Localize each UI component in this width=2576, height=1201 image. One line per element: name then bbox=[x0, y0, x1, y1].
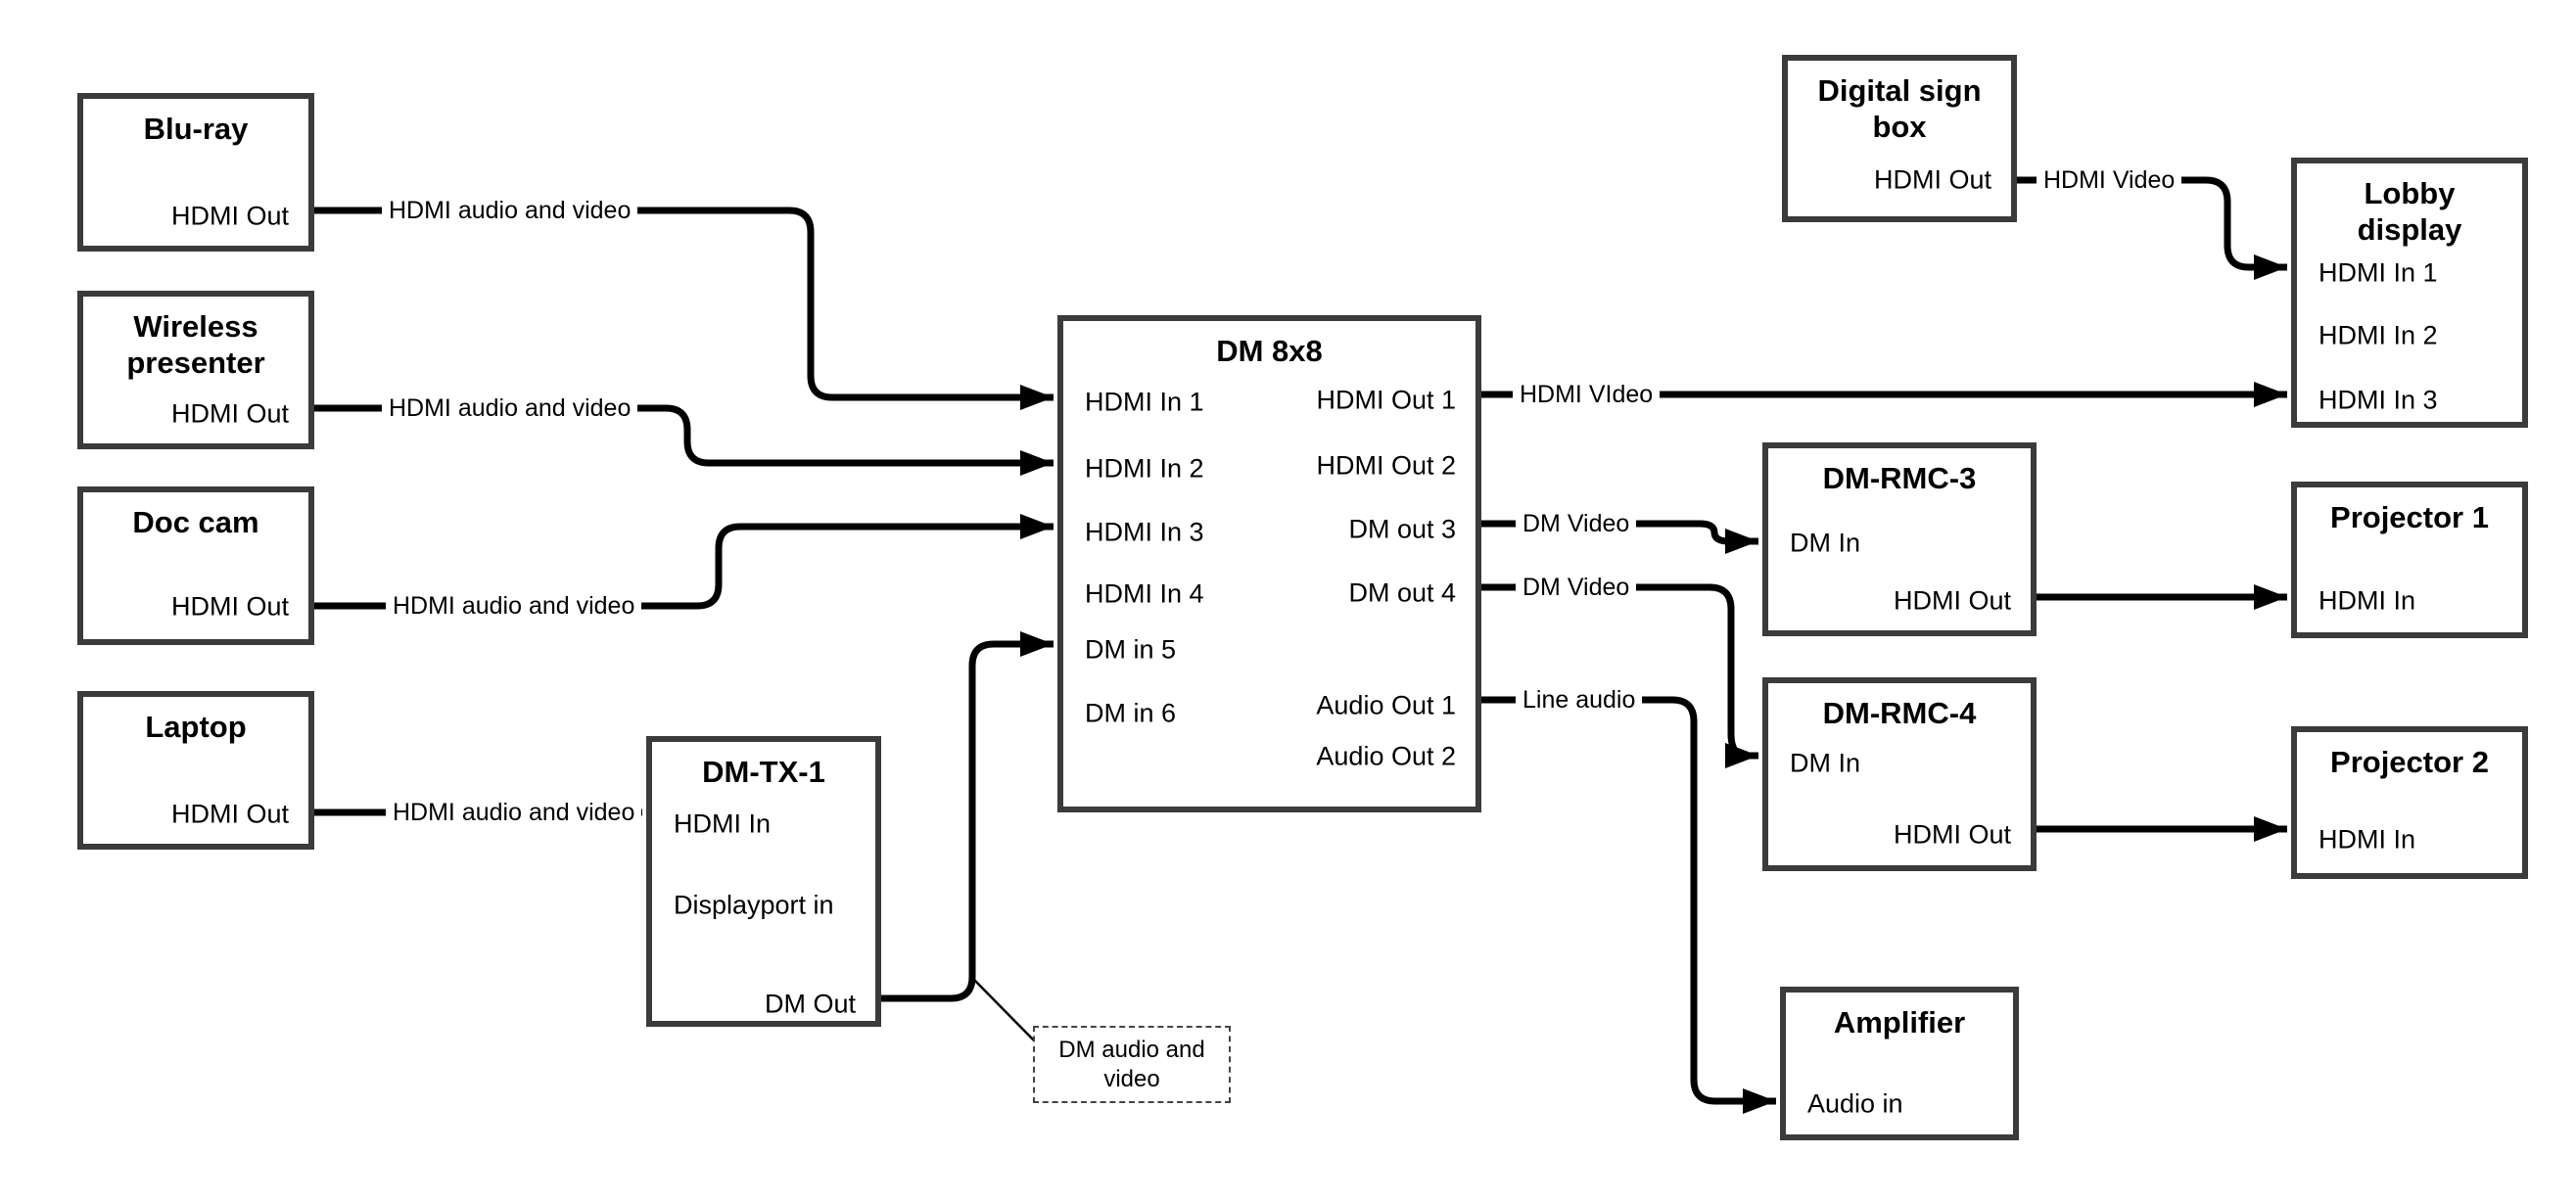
wire-label-wireless: HDMI audio and video bbox=[382, 393, 638, 424]
port-dm8x8-audio-out-1: Audio Out 1 bbox=[1316, 690, 1456, 720]
port-lobby-hdmi-in-3: HDMI In 3 bbox=[2318, 385, 2438, 415]
node-projector1-title: Projector 1 bbox=[2330, 500, 2489, 534]
node-wireless-title: Wireless presenter bbox=[126, 309, 265, 380]
callout-dm-audio-video: DM audio and video bbox=[1033, 1026, 1231, 1103]
port-wireless-hdmi-out: HDMI Out bbox=[170, 398, 289, 429]
wire-dm8x8-aout1-to-amplifier bbox=[1481, 696, 1776, 1114]
wire-bluray-to-dm8x8-in1 bbox=[314, 207, 1054, 410]
port-projector1-hdmi-in: HDMI In bbox=[2318, 585, 2416, 616]
callout-text: DM audio and video bbox=[1058, 1036, 1205, 1092]
port-dm8x8-dm-out-3: DM out 3 bbox=[1348, 514, 1456, 544]
node-lobby-display: Lobby display HDMI In 1 HDMI In 2 HDMI I… bbox=[2291, 158, 2528, 428]
wire-label-doccam: HDMI audio and video bbox=[386, 590, 642, 622]
port-dmtx1-displayport-in: Displayport in bbox=[674, 890, 834, 920]
wire-label-dm-video-out4: DM Video bbox=[1516, 572, 1637, 603]
port-dmrmc3-hdmi-out: HDMI Out bbox=[1893, 585, 2011, 616]
wire-label-dm-video-out3: DM Video bbox=[1516, 508, 1637, 539]
node-wireless-presenter: Wireless presenter HDMI Out bbox=[77, 291, 314, 449]
port-projector2-hdmi-in: HDMI In bbox=[2318, 824, 2416, 855]
wire-dm8x8-out3-to-dmrmc3 bbox=[1481, 520, 1758, 554]
wire-label-bluray: HDMI audio and video bbox=[382, 195, 638, 226]
callout-leader-line bbox=[972, 978, 1036, 1042]
port-dm8x8-hdmi-in-2: HDMI In 2 bbox=[1085, 453, 1204, 484]
node-dm8x8: DM 8x8 HDMI In 1 HDMI In 2 HDMI In 3 HDM… bbox=[1057, 315, 1481, 812]
port-dm8x8-dm-in-6: DM in 6 bbox=[1085, 698, 1177, 728]
node-dmrmc4-title: DM-RMC-4 bbox=[1822, 696, 1977, 730]
port-dm8x8-audio-out-2: Audio Out 2 bbox=[1316, 741, 1456, 771]
port-dm8x8-hdmi-in-3: HDMI In 3 bbox=[1085, 517, 1204, 547]
port-dm8x8-hdmi-in-1: HDMI In 1 bbox=[1085, 387, 1204, 417]
node-laptop: Laptop HDMI Out bbox=[77, 691, 314, 850]
port-dmtx1-hdmi-in: HDMI In bbox=[674, 808, 772, 839]
port-amplifier-audio-in: Audio in bbox=[1807, 1088, 1903, 1119]
port-dm8x8-hdmi-in-4: HDMI In 4 bbox=[1085, 578, 1204, 609]
node-projector2-title: Projector 2 bbox=[2330, 745, 2489, 779]
node-digital-sign-title: Digital sign box bbox=[1817, 73, 1982, 144]
port-lobby-hdmi-in-1: HDMI In 1 bbox=[2318, 257, 2438, 288]
node-doccam-title: Doc cam bbox=[132, 505, 259, 539]
node-dmrmc3: DM-RMC-3 DM In HDMI Out bbox=[1762, 442, 2037, 636]
port-dmrmc4-hdmi-out: HDMI Out bbox=[1893, 819, 2011, 850]
wire-dmtx1-to-dm8x8-in5 bbox=[881, 631, 1054, 1002]
node-dmrmc4: DM-RMC-4 DM In HDMI Out bbox=[1762, 677, 2037, 871]
port-digital-sign-hdmi-out: HDMI Out bbox=[1873, 164, 1991, 195]
port-dm8x8-dm-out-4: DM out 4 bbox=[1348, 577, 1456, 608]
node-bluray-title: Blu-ray bbox=[143, 112, 249, 146]
node-projector2: Projector 2 HDMI In bbox=[2291, 726, 2528, 879]
node-digital-sign-box: Digital sign box HDMI Out bbox=[1782, 55, 2017, 222]
node-dmtx1: DM-TX-1 HDMI In Displayport in DM Out bbox=[646, 736, 881, 1027]
port-dmtx1-dm-out: DM Out bbox=[764, 989, 856, 1019]
node-dm8x8-title: DM 8x8 bbox=[1216, 334, 1323, 368]
port-lobby-hdmi-in-2: HDMI In 2 bbox=[2318, 320, 2438, 350]
port-dmrmc4-dm-in: DM In bbox=[1790, 748, 1861, 778]
port-laptop-hdmi-out: HDMI Out bbox=[170, 799, 289, 829]
node-dmrmc3-title: DM-RMC-3 bbox=[1822, 461, 1977, 495]
wire-wireless-to-dm8x8-in2 bbox=[314, 404, 1054, 476]
node-amplifier: Amplifier Audio in bbox=[1780, 987, 2019, 1140]
node-projector1: Projector 1 HDMI In bbox=[2291, 482, 2528, 638]
node-lobby-title: Lobby display bbox=[2357, 176, 2462, 247]
wire-label-laptop: HDMI audio and video bbox=[386, 797, 642, 828]
wire-label-hdmi-video-sign: HDMI Video bbox=[2037, 164, 2182, 196]
port-dm8x8-hdmi-out-2: HDMI Out 2 bbox=[1316, 450, 1456, 481]
wire-label-line-audio: Line audio bbox=[1516, 684, 1643, 716]
node-bluray: Blu-ray HDMI Out bbox=[77, 93, 314, 252]
wire-label-hdmi-video-out1: HDMI VIdeo bbox=[1513, 379, 1661, 410]
port-dm8x8-dm-in-5: DM in 5 bbox=[1085, 634, 1177, 665]
node-dmtx1-title: DM-TX-1 bbox=[702, 755, 825, 789]
wire-dm8x8-out4-to-dmrmc4 bbox=[1481, 583, 1758, 768]
node-doccam: Doc cam HDMI Out bbox=[77, 486, 314, 645]
port-dm8x8-hdmi-out-1: HDMI Out 1 bbox=[1316, 385, 1456, 415]
port-doccam-hdmi-out: HDMI Out bbox=[170, 591, 289, 622]
wire-digitalsign-to-lobby-in1 bbox=[2017, 176, 2287, 280]
wire-doccam-to-dm8x8-in3 bbox=[314, 514, 1054, 610]
port-bluray-hdmi-out: HDMI Out bbox=[170, 201, 289, 231]
node-laptop-title: Laptop bbox=[145, 710, 247, 744]
port-dmrmc3-dm-in: DM In bbox=[1790, 528, 1861, 558]
node-amplifier-title: Amplifier bbox=[1833, 1005, 1966, 1039]
